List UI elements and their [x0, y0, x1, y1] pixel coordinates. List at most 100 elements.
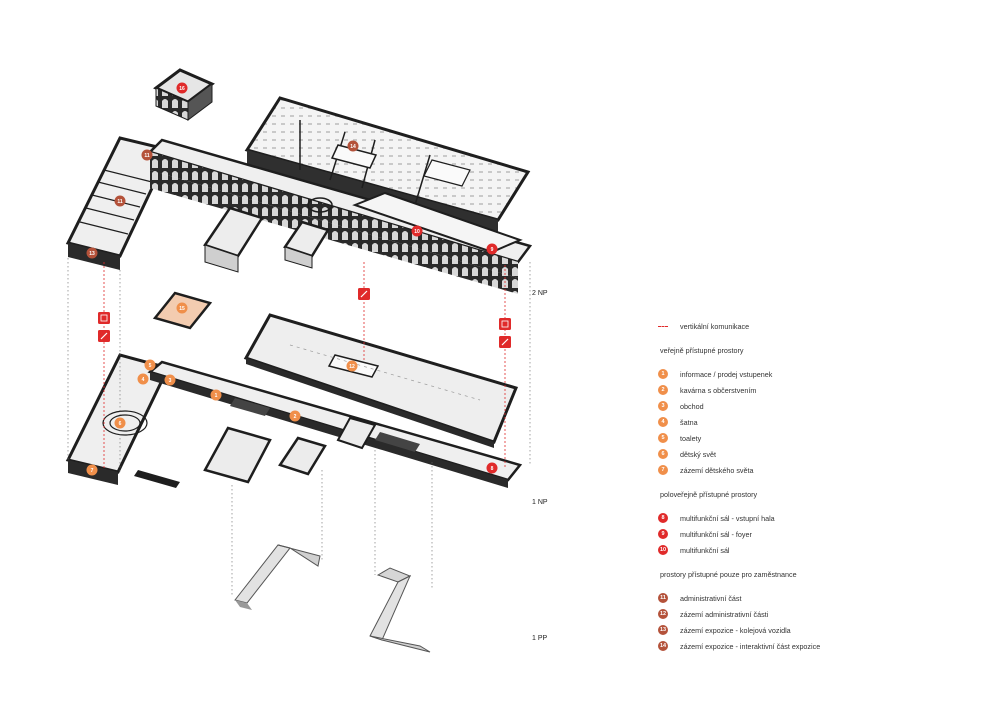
legend-group-staff: prostory přístupné pouze pro zaměstnance…: [655, 566, 985, 654]
svg-text:6: 6: [119, 421, 122, 427]
svg-text:14: 14: [350, 144, 356, 150]
legend-label: zázemí expozice - interaktivní část expo…: [680, 641, 821, 651]
vertical-circulation: [103, 262, 506, 470]
floor-label-2np: 2 NP: [532, 290, 548, 297]
marker-6: 6: [114, 417, 126, 429]
floor-label-1pp: 1 PP: [532, 635, 548, 642]
svg-text:13: 13: [89, 251, 95, 257]
legend-item: 12 zázemí administrativní části: [655, 606, 985, 622]
legend-item: 6 dětský svět: [655, 446, 985, 462]
marker-15: 15: [176, 302, 188, 314]
basement-stair-right: [369, 567, 431, 653]
marker-4: 4: [137, 373, 149, 385]
legend-label: šatna: [680, 417, 698, 427]
legend-item: 5 toalety: [655, 430, 985, 446]
svg-text:11: 11: [117, 199, 123, 205]
stairs-icon: [499, 336, 511, 348]
legend: vertikální komunikace veřejně přístupné …: [655, 318, 985, 654]
basement-stair-left: [234, 544, 321, 610]
svg-text:2: 2: [294, 414, 297, 420]
floor-2np: [65, 68, 533, 330]
legend-label: zázemí administrativní části: [680, 609, 769, 619]
svg-text:12: 12: [349, 364, 355, 370]
svg-text:9: 9: [491, 247, 494, 253]
number-circle-icon: 6: [658, 449, 668, 459]
legend-label: kavárna s občerstvením: [680, 385, 757, 395]
svg-text:5: 5: [149, 363, 152, 369]
floor-1np: [65, 313, 523, 488]
legend-heading: poloveřejně přístupné prostory: [660, 489, 758, 499]
number-circle-icon: 3: [658, 401, 668, 411]
floor-1pp: [234, 544, 431, 653]
floor-label-1np: 1 NP: [532, 499, 548, 506]
svg-text:1: 1: [215, 393, 218, 399]
dashed-line-icon: [658, 325, 668, 327]
legend-item: 14 zázemí expozice - interaktivní část e…: [655, 638, 985, 654]
marker-16: 16: [176, 82, 188, 94]
marker-8: 8: [486, 462, 498, 474]
number-circle-icon: 5: [658, 433, 668, 443]
legend-label: multifunkční sál - vstupní hala: [680, 513, 775, 523]
svg-text:10: 10: [414, 229, 420, 235]
legend-label: zázemí dětského světa: [680, 465, 754, 475]
number-circle-icon: 4: [658, 417, 668, 427]
number-circle-icon: 2: [658, 385, 668, 395]
svg-text:16: 16: [179, 86, 185, 92]
number-circle-icon: 11: [658, 593, 668, 603]
legend-item: 11 administrativní část: [655, 590, 985, 606]
elevator-icon: [499, 318, 511, 330]
stairs-icon: [358, 288, 370, 300]
legend-item: 4 šatna: [655, 414, 985, 430]
legend-item: 3 obchod: [655, 398, 985, 414]
marker-5: 5: [144, 359, 156, 371]
marker-11: 11: [141, 149, 153, 161]
svg-text:8: 8: [491, 466, 494, 472]
legend-item: 2 kavárna s občerstvením: [655, 382, 985, 398]
svg-text:11: 11: [144, 153, 150, 159]
circulation-icons: [98, 288, 511, 348]
legend-label: informace / prodej vstupenek: [680, 369, 773, 379]
legend-label: dětský svět: [680, 449, 716, 459]
legend-group-public: veřejně přístupné prostory 1 informace /…: [655, 342, 985, 478]
marker-2: 2: [289, 410, 301, 422]
legend-label: zázemí expozice - kolejová vozidla: [680, 625, 791, 635]
marker-9: 9: [486, 243, 498, 255]
marker-14: 14: [347, 140, 359, 152]
legend-label: toalety: [680, 433, 702, 443]
legend-vertical-row: vertikální komunikace: [655, 318, 985, 334]
hanging-rooms: [203, 197, 333, 273]
svg-text:15: 15: [179, 306, 185, 312]
legend-heading: prostory přístupné pouze pro zaměstnance: [660, 569, 797, 579]
svg-text:7: 7: [91, 468, 94, 474]
legend-item: 7 zázemí dětského světa: [655, 462, 985, 478]
marker-7: 7: [86, 464, 98, 476]
marker-11: 11: [114, 195, 126, 207]
legend-label: obchod: [680, 401, 704, 411]
legend-item: 1 informace / prodej vstupenek: [655, 366, 985, 382]
legend-label: multifunkční sál: [680, 545, 730, 555]
legend-label: multifunkční sál - foyer: [680, 529, 752, 539]
tower-block: [153, 68, 215, 121]
marker-1: 1: [210, 389, 222, 401]
legend-heading: veřejně přístupné prostory: [660, 345, 744, 355]
markers-upper: 16 11 11 13 14 10 9 15: [86, 82, 498, 314]
svg-text:3: 3: [169, 378, 172, 384]
number-circle-icon: 14: [658, 641, 668, 651]
marker-3: 3: [164, 374, 176, 386]
number-circle-icon: 9: [658, 529, 668, 539]
elevator-icon: [98, 312, 110, 324]
number-circle-icon: 1: [658, 369, 668, 379]
legend-item: 9 multifunkční sál - foyer: [655, 526, 985, 542]
middle-wing: [147, 138, 533, 294]
svg-text:4: 4: [142, 377, 145, 383]
legend-item: 13 zázemí expozice - kolejová vozidla: [655, 622, 985, 638]
legend-label: administrativní část: [680, 593, 742, 603]
marker-10: 10: [411, 225, 423, 237]
number-circle-icon: 13: [658, 625, 668, 635]
legend-group-semi-public: poloveřejně přístupné prostory 8 multifu…: [655, 486, 985, 558]
marker-13: 13: [86, 247, 98, 259]
number-circle-icon: 8: [658, 513, 668, 523]
number-circle-icon: 10: [658, 545, 668, 555]
marker-12: 12: [346, 360, 358, 372]
